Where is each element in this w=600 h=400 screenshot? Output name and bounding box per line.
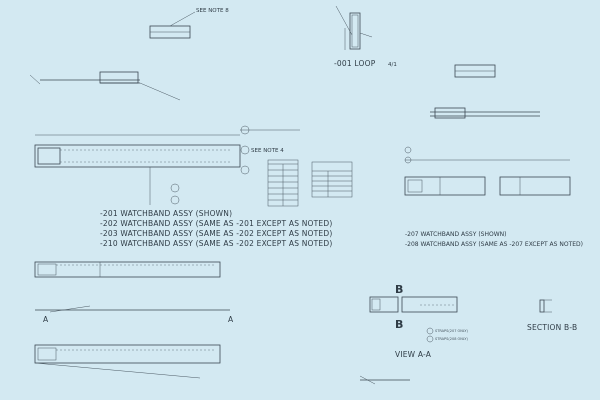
watchband-lower-view: A A [34,261,234,379]
loop-detail: -001 LOOP 4/1 [334,5,397,68]
right-top-part [430,64,540,119]
watchband-207-view [404,146,571,196]
section-marker-a-left: A [43,315,49,324]
assembly-203-label: -203 WATCHBAND ASSY (SAME AS -202 EXCEPT… [100,229,332,238]
section-marker-b-bottom: B [395,318,403,331]
assembly-202-label: -202 WATCHBAND ASSY (SAME AS -201 EXCEPT… [100,219,332,228]
loop-scale: 4/1 [388,62,397,68]
section-b-b: SECTION B-B [527,299,577,332]
wire-part [29,71,181,101]
top-left-part: SEE NOTE 8 [149,8,229,39]
weld-note: SEE NOTE 4 [251,148,284,154]
view-a-a-label: VIEW A-A [395,350,432,359]
tolerance-table [311,161,353,198]
assembly-207-label: -207 WATCHBAND ASSY (SHOWN) [405,231,506,238]
section-b-b-label: SECTION B-B [527,323,577,332]
assembly-210-label: -210 WATCHBAND ASSY (SAME AS -202 EXCEPT… [100,239,332,248]
assembly-208-label: -208 WATCHBAND ASSY (SAME AS -207 EXCEPT… [405,241,583,248]
section-marker-a-right: A [228,315,234,324]
tabulation-table [267,159,299,207]
note-see-note: SEE NOTE 8 [196,8,229,14]
straps-207-note: STRAPS(207 ONLY) [435,329,469,333]
assembly-201-label: -201 WATCHBAND ASSY (SHOWN) [100,209,232,218]
loop-label: -001 LOOP [334,59,376,68]
watchband-201-view: SEE NOTE 4 [34,125,300,205]
straps-208-note: STRAPS(208 ONLY) [435,337,469,341]
view-a-a: B B STRAPS(207 ONLY) STRAPS(208 ONLY) VI… [359,283,469,385]
section-marker-b-top: B [395,283,403,296]
